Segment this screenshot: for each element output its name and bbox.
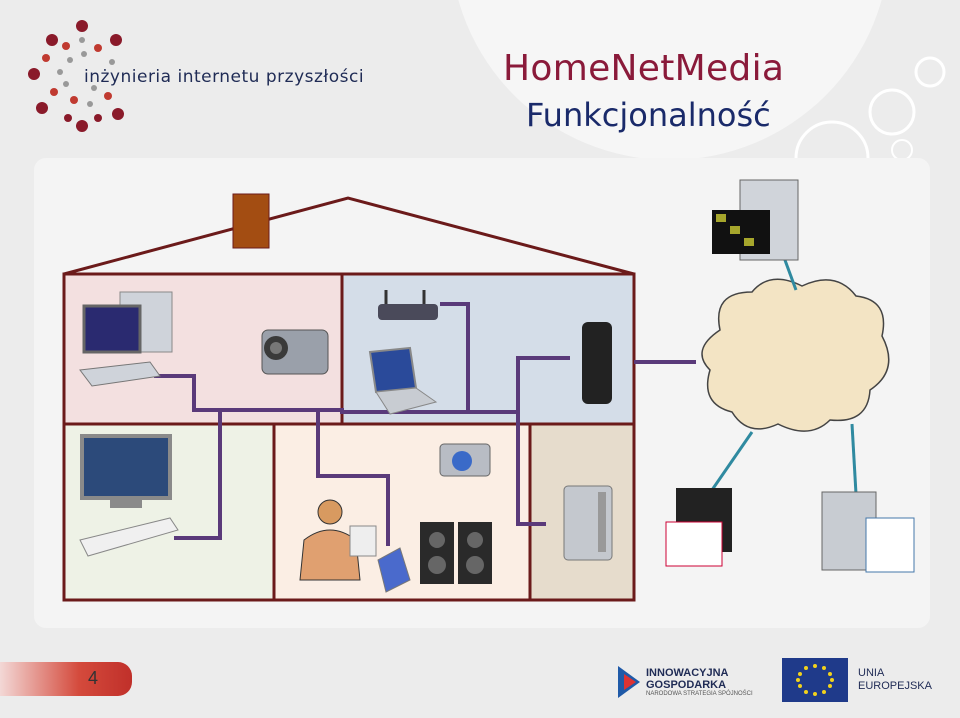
cloud-internet-icon: [701, 278, 890, 432]
page-number-badge: [0, 662, 132, 696]
web-server-2-icon: [821, 491, 915, 573]
router-icon: [378, 290, 438, 320]
photo-camera-icon: [439, 443, 491, 477]
logo-icon: [28, 20, 124, 132]
web-server-icon: [665, 488, 732, 567]
innovative-economy-label-2: GOSPODARKA: [646, 679, 727, 691]
user-at-pc-icon: [299, 499, 377, 581]
page-title: HomeNetMedia: [503, 48, 785, 89]
tv-icon: [80, 434, 172, 508]
home-cables: [154, 302, 696, 546]
media-server-icon: [712, 179, 799, 261]
dvd-player-icon: [79, 517, 179, 557]
house-roof: [63, 196, 635, 276]
innovative-economy-logo-icon: [618, 666, 640, 698]
innovative-economy-label: INNOWACYJNA: [646, 667, 729, 679]
eu-label-2: EUROPEJSKA: [858, 680, 932, 692]
laptop-icon: [368, 346, 438, 415]
speakers-icon: [420, 522, 492, 584]
logo-text: inżynieria internetu przyszłości: [84, 67, 365, 87]
set-top-box-icon: [582, 322, 612, 404]
eu-flag-icon: [782, 658, 848, 702]
nas-server-icon: [563, 485, 613, 561]
page-subtitle: Funkcjonalność: [526, 96, 771, 134]
page-number: 4: [88, 668, 99, 688]
eu-label: UNIA: [858, 667, 885, 679]
pda-icon: [377, 547, 411, 593]
innovative-economy-tagline: NARODOWA STRATEGIA SPÓJNOŚCI: [646, 691, 753, 697]
camcorder-icon: [261, 329, 329, 375]
chimney-icon: [232, 193, 270, 249]
desktop-computer-icon: [79, 291, 173, 387]
